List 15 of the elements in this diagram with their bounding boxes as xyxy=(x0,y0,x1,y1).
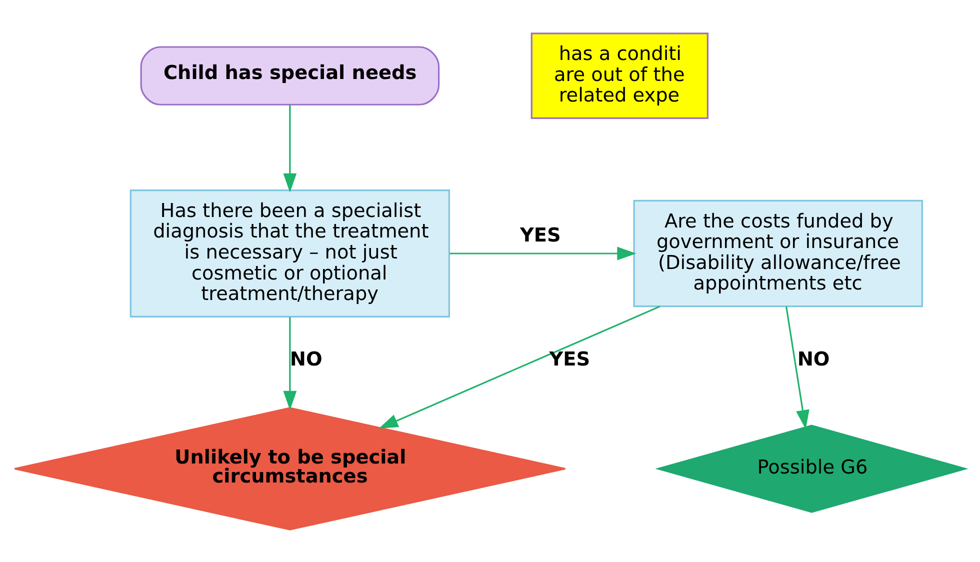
arrow xyxy=(283,316,297,410)
edge-label: YES xyxy=(520,223,561,246)
node-box: has a conditi are out of the related expe xyxy=(530,32,708,119)
arrow xyxy=(450,246,636,260)
edge-label: NO xyxy=(290,347,322,370)
node-diamond: Possible G6 xyxy=(655,424,968,512)
arrow xyxy=(785,306,810,429)
arrow xyxy=(283,104,297,192)
node-box: Has there been a specialist diagnosis that the treatment is necessary – not just cosmetic or optional treatment/therapy xyxy=(130,188,450,318)
edge-label: YES xyxy=(549,347,590,370)
edge-label: NO xyxy=(797,347,830,370)
node-box: Child has special needs xyxy=(140,46,440,105)
node-diamond: Unlikely to be special circumstances xyxy=(14,406,566,530)
arrow xyxy=(378,305,660,428)
node-box: Are the costs funded by government or insurance (Disability allowance/free appointments etc xyxy=(633,199,923,307)
